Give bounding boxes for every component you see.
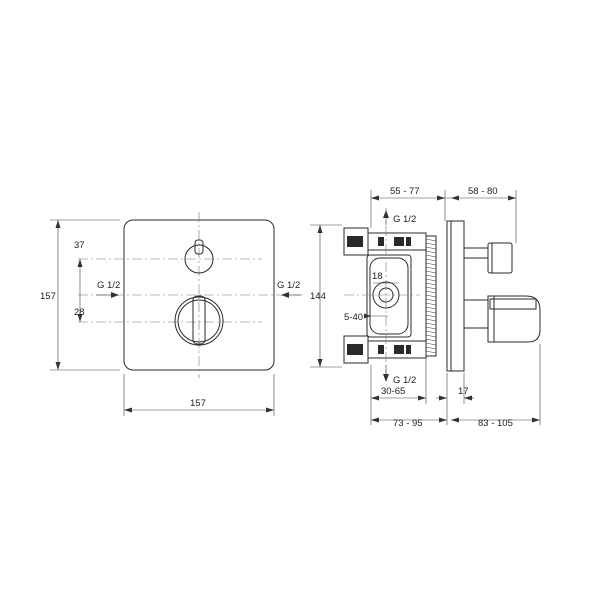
thread-line bbox=[425, 310, 437, 314]
lower-knob-side bbox=[463, 295, 541, 343]
side-view: 144 18 bbox=[310, 186, 541, 429]
right-inlet-arrow bbox=[281, 292, 289, 298]
small-depth-label: 30-65 bbox=[381, 386, 405, 397]
top-right-dimension-label: 58 - 80 bbox=[468, 186, 498, 197]
thread-line bbox=[425, 314, 437, 318]
upper-knob-side bbox=[463, 242, 513, 274]
top-left-bracket bbox=[343, 227, 427, 256]
bottom-outlet-arrow bbox=[383, 374, 389, 382]
thread-line bbox=[425, 246, 437, 250]
thread-line bbox=[425, 322, 437, 326]
port-diameter-label: 18 bbox=[372, 271, 383, 282]
thread-line bbox=[425, 238, 437, 242]
bottom-outlet-label: G 1/2 bbox=[393, 375, 416, 386]
thread-line bbox=[425, 298, 437, 302]
thread-line bbox=[425, 342, 437, 346]
thread-line bbox=[425, 278, 437, 282]
thread-line bbox=[425, 330, 437, 334]
left-inlet-arrow bbox=[111, 292, 119, 298]
thread-line bbox=[425, 302, 437, 306]
front-width-label: 157 bbox=[190, 398, 206, 409]
diverter-knob[interactable] bbox=[184, 239, 214, 274]
valve-body bbox=[366, 254, 412, 338]
thread-line bbox=[425, 282, 437, 286]
thread-line bbox=[425, 262, 437, 266]
thread-line bbox=[425, 250, 437, 254]
top-outlet-label: G 1/2 bbox=[393, 214, 416, 225]
thread-line bbox=[425, 338, 437, 342]
thread-line bbox=[425, 266, 437, 270]
top-outlet-arrow bbox=[383, 210, 389, 218]
thread-line bbox=[425, 306, 437, 310]
thread-line bbox=[425, 350, 437, 354]
thread-line bbox=[425, 326, 437, 330]
front-height-label: 157 bbox=[40, 291, 56, 302]
bottom-left-dimension-label: 73 - 95 bbox=[393, 418, 423, 429]
threaded-sleeve bbox=[425, 235, 437, 357]
thread-line bbox=[425, 290, 437, 294]
front-view: 157 37 28 G 1/2 G 1/2 157 bbox=[40, 212, 302, 416]
thread-line bbox=[425, 346, 437, 350]
bottom-left-bracket bbox=[343, 335, 427, 364]
gap-dimension-label: 17 bbox=[458, 386, 469, 397]
upper-offset-label: 37 bbox=[74, 240, 85, 251]
wall-plate-side bbox=[446, 220, 465, 372]
bottom-right-dimension-label: 83 - 105 bbox=[478, 418, 513, 429]
thermostat-knob[interactable] bbox=[174, 295, 224, 346]
thread-line bbox=[425, 286, 437, 290]
thread-line bbox=[425, 274, 437, 278]
thread-line bbox=[425, 334, 437, 338]
thread-line bbox=[425, 270, 437, 274]
body-height-label: 144 bbox=[310, 291, 326, 302]
lower-offset-label: 28 bbox=[74, 307, 85, 318]
thread-line bbox=[425, 318, 437, 322]
top-left-dimension-label: 55 - 77 bbox=[390, 186, 420, 197]
thread-line bbox=[425, 242, 437, 246]
thread-line bbox=[425, 258, 437, 262]
right-inlet-label: G 1/2 bbox=[277, 280, 300, 291]
thread-line bbox=[425, 294, 437, 298]
thread-line bbox=[425, 254, 437, 258]
left-inlet-label: G 1/2 bbox=[97, 280, 120, 291]
adjust-range-label: 5-40 bbox=[344, 312, 363, 323]
